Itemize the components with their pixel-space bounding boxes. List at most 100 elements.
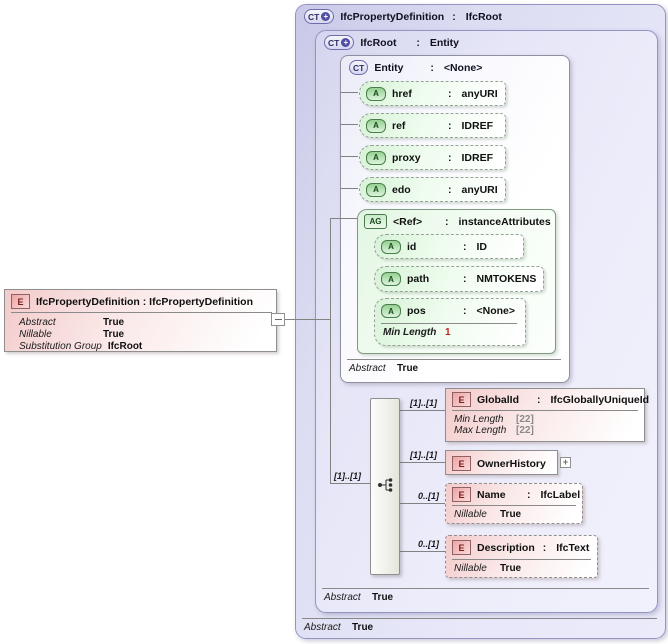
derived-plus-icon: + bbox=[321, 12, 331, 21]
ct-name: Entity bbox=[374, 61, 404, 74]
attribute-type: ID bbox=[476, 240, 488, 253]
cardinality-ownerhistory: [1]..[1] bbox=[410, 450, 437, 460]
abstract-footer: Abstract True bbox=[304, 622, 374, 633]
ct-box-entity[interactable]: CT Entity:<None> A href:anyURI A ref:IDR… bbox=[340, 55, 570, 383]
facet-abstract: Abstract True bbox=[19, 317, 125, 328]
attribute-proxy[interactable]: A proxy:IDREF bbox=[359, 145, 506, 170]
attribute-icon: A bbox=[381, 304, 401, 318]
plus-icon: + bbox=[562, 457, 569, 467]
complex-type-derived-icon[interactable]: CT+ bbox=[304, 9, 335, 24]
connector-line bbox=[341, 156, 358, 157]
element-title: E OwnerHistory bbox=[452, 456, 546, 471]
attribute-path[interactable]: A path:NMTOKENS bbox=[374, 266, 544, 292]
attribute-icon: A bbox=[366, 86, 386, 101]
attribute-edo[interactable]: A edo:anyURI bbox=[359, 177, 506, 202]
connector-rail bbox=[330, 218, 331, 484]
attribute-id[interactable]: A id:ID bbox=[374, 234, 524, 259]
attribute-icon: A bbox=[366, 118, 386, 133]
facet-divider bbox=[452, 505, 576, 506]
ct-name: IfcRoot bbox=[360, 36, 397, 49]
attribute-href[interactable]: A href:anyURI bbox=[359, 81, 506, 106]
facet-max-length: Max Length [22] bbox=[454, 425, 534, 436]
attribute-type: anyURI bbox=[461, 87, 498, 100]
element-description[interactable]: E Description:IfcText Nillable True bbox=[445, 535, 598, 578]
attribute-name: pos bbox=[407, 305, 426, 317]
facet-divider bbox=[452, 559, 591, 560]
attribute-icon: A bbox=[381, 272, 401, 286]
cardinality-name: 0..[1] bbox=[418, 491, 440, 501]
attribute-group-name: <Ref> bbox=[393, 215, 423, 228]
element-ownerhistory[interactable]: E OwnerHistory bbox=[445, 450, 558, 475]
minus-icon bbox=[274, 319, 282, 320]
global-element-ifcpropertydefinition[interactable]: E IfcPropertyDefinition : IfcPropertyDef… bbox=[4, 289, 277, 352]
element-title: E IfcPropertyDefinition : IfcPropertyDef… bbox=[11, 294, 253, 309]
attribute-type: <None> bbox=[476, 305, 516, 317]
element-icon: E bbox=[452, 540, 471, 555]
element-name: Name bbox=[477, 488, 506, 501]
attribute-ref[interactable]: A ref:IDREF bbox=[359, 113, 506, 138]
connector-line bbox=[398, 503, 445, 504]
element-title: E Name:IfcLabel bbox=[452, 487, 580, 502]
element-name: GlobalId bbox=[477, 393, 519, 406]
connector-line bbox=[330, 483, 370, 484]
attribute-type: anyURI bbox=[461, 183, 498, 196]
facet-nillable: Nillable True bbox=[454, 509, 522, 520]
footer-divider bbox=[302, 618, 657, 619]
attribute-group-icon: AG bbox=[364, 214, 387, 229]
element-name: Description bbox=[477, 541, 535, 554]
cardinality-sequence: [1]..[1] bbox=[334, 471, 361, 481]
element-icon: E bbox=[11, 294, 30, 309]
facet-nillable: Nillable True bbox=[19, 329, 125, 340]
attribute-name: href bbox=[392, 87, 412, 100]
expand-plus-toggle[interactable]: + bbox=[560, 457, 571, 468]
attribute-group-ref[interactable]: AG <Ref>:instanceAttributes A id:ID A pa… bbox=[357, 209, 556, 354]
connector-line bbox=[398, 410, 445, 411]
footer-divider bbox=[347, 359, 561, 360]
facet-divider bbox=[11, 312, 272, 313]
abstract-footer: Abstract True bbox=[349, 363, 419, 374]
attribute-group-title: AG <Ref>:instanceAttributes bbox=[364, 214, 551, 229]
derived-plus-icon: + bbox=[341, 38, 351, 47]
attribute-type: IDREF bbox=[461, 119, 494, 132]
facet-divider bbox=[381, 323, 517, 324]
element-title-text: IfcPropertyDefinition : IfcPropertyDefin… bbox=[36, 295, 254, 308]
element-name[interactable]: E Name:IfcLabel Nillable True bbox=[445, 483, 583, 524]
element-name: OwnerHistory bbox=[477, 457, 546, 470]
attribute-name: ref bbox=[392, 119, 406, 132]
element-type: IfcGloballyUniqueId bbox=[550, 393, 650, 406]
connector-line bbox=[330, 218, 357, 219]
element-title: E GlobalId:IfcGloballyUniqueId bbox=[452, 392, 649, 407]
attribute-type: NMTOKENS bbox=[476, 273, 537, 285]
element-type: IfcLabel bbox=[540, 488, 581, 501]
facet-substitution-group: Substitution Group IfcRoot bbox=[19, 341, 143, 352]
ct-base: IfcRoot bbox=[465, 10, 502, 23]
connector-line bbox=[341, 124, 358, 125]
element-globalid[interactable]: E GlobalId:IfcGloballyUniqueId Min Lengt… bbox=[445, 388, 649, 442]
complex-type-derived-icon[interactable]: CT+ bbox=[324, 35, 355, 50]
ct-title-ifcpropertydefinition: CT+ IfcPropertyDefinition:IfcRoot bbox=[304, 9, 502, 24]
attribute-name: proxy bbox=[392, 151, 421, 164]
ct-base: <None> bbox=[443, 61, 483, 74]
ct-title-entity: CT Entity:<None> bbox=[349, 60, 482, 75]
attribute-name: id bbox=[407, 240, 417, 253]
connector-line bbox=[398, 551, 445, 552]
ct-base: Entity bbox=[429, 36, 460, 49]
attribute-icon: A bbox=[366, 182, 386, 197]
sequence-compositor[interactable] bbox=[370, 398, 400, 575]
attribute-type: IDREF bbox=[461, 151, 494, 164]
cardinality-globalid: [1]..[1] bbox=[410, 398, 437, 408]
attribute-name: edo bbox=[392, 183, 411, 196]
attribute-pos[interactable]: A pos:<None> Min Length 1 bbox=[374, 298, 526, 346]
ct-title-ifcroot: CT+ IfcRoot:Entity bbox=[324, 35, 459, 50]
element-icon: E bbox=[452, 392, 471, 407]
footer-divider bbox=[322, 588, 649, 589]
element-icon: E bbox=[452, 487, 471, 502]
ct-name: IfcPropertyDefinition bbox=[340, 10, 445, 23]
sequence-icon bbox=[378, 478, 393, 492]
collapse-minus-toggle[interactable] bbox=[271, 313, 285, 326]
element-icon: E bbox=[452, 456, 471, 471]
abstract-footer: Abstract True bbox=[324, 592, 394, 603]
complex-type-icon[interactable]: CT bbox=[349, 60, 369, 75]
element-title: E Description:IfcText bbox=[452, 540, 589, 555]
